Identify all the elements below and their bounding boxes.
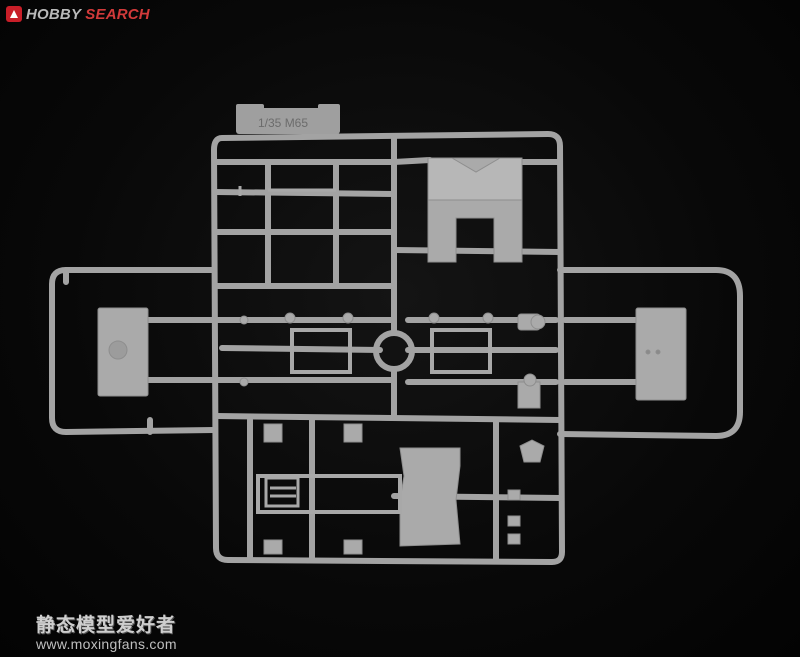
sprue-parts xyxy=(97,157,687,555)
logo-wordmark: HOBBY SEARCH xyxy=(26,6,150,23)
sprue-hub-ring xyxy=(373,330,415,372)
hobbysearch-logo: HOBBY SEARCH xyxy=(6,4,150,24)
hobbysearch-badge-icon xyxy=(6,6,22,22)
sprue-tag xyxy=(236,104,340,134)
sprue-runners xyxy=(49,131,743,565)
sprue-tag-label: 1/35 M65 xyxy=(258,116,308,130)
watermark-url: www.moxingfans.com xyxy=(36,636,177,652)
logo-word-search: SEARCH xyxy=(85,5,150,23)
logo-word-hobby: HOBBY xyxy=(26,5,81,23)
moxingfans-watermark: 静态模型爱好者 www.moxingfans.com xyxy=(36,614,256,652)
watermark-chinese-text: 静态模型爱好者 xyxy=(36,614,177,636)
